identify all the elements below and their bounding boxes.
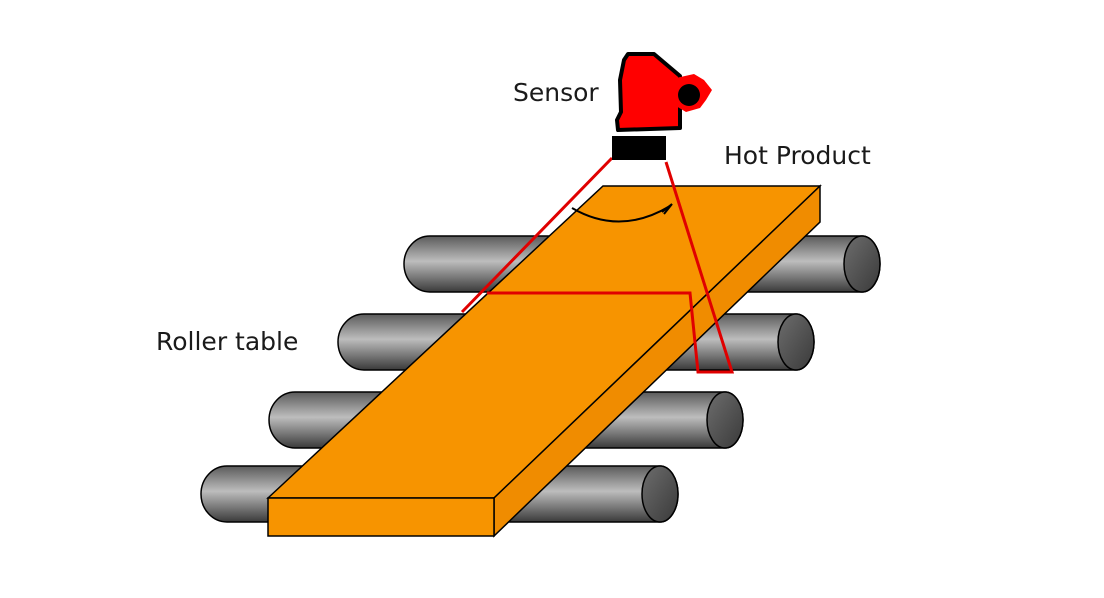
view-angle-arc	[571, 205, 671, 223]
sensor-sight-lines	[460, 156, 735, 374]
sensor-icon	[612, 52, 712, 160]
sensor-lens-mount	[612, 136, 666, 160]
label-roller-table: Roller table	[156, 327, 298, 356]
slab-front-face	[267, 497, 495, 537]
label-hot-product: Hot Product	[724, 141, 871, 170]
view-angle-arrowhead	[661, 203, 673, 215]
label-sensor: Sensor	[513, 78, 599, 107]
sensor-port	[678, 84, 700, 106]
measurement-spot	[487, 161, 735, 374]
sight-line-left	[460, 156, 614, 314]
hot-product-slab	[266, 184, 822, 538]
